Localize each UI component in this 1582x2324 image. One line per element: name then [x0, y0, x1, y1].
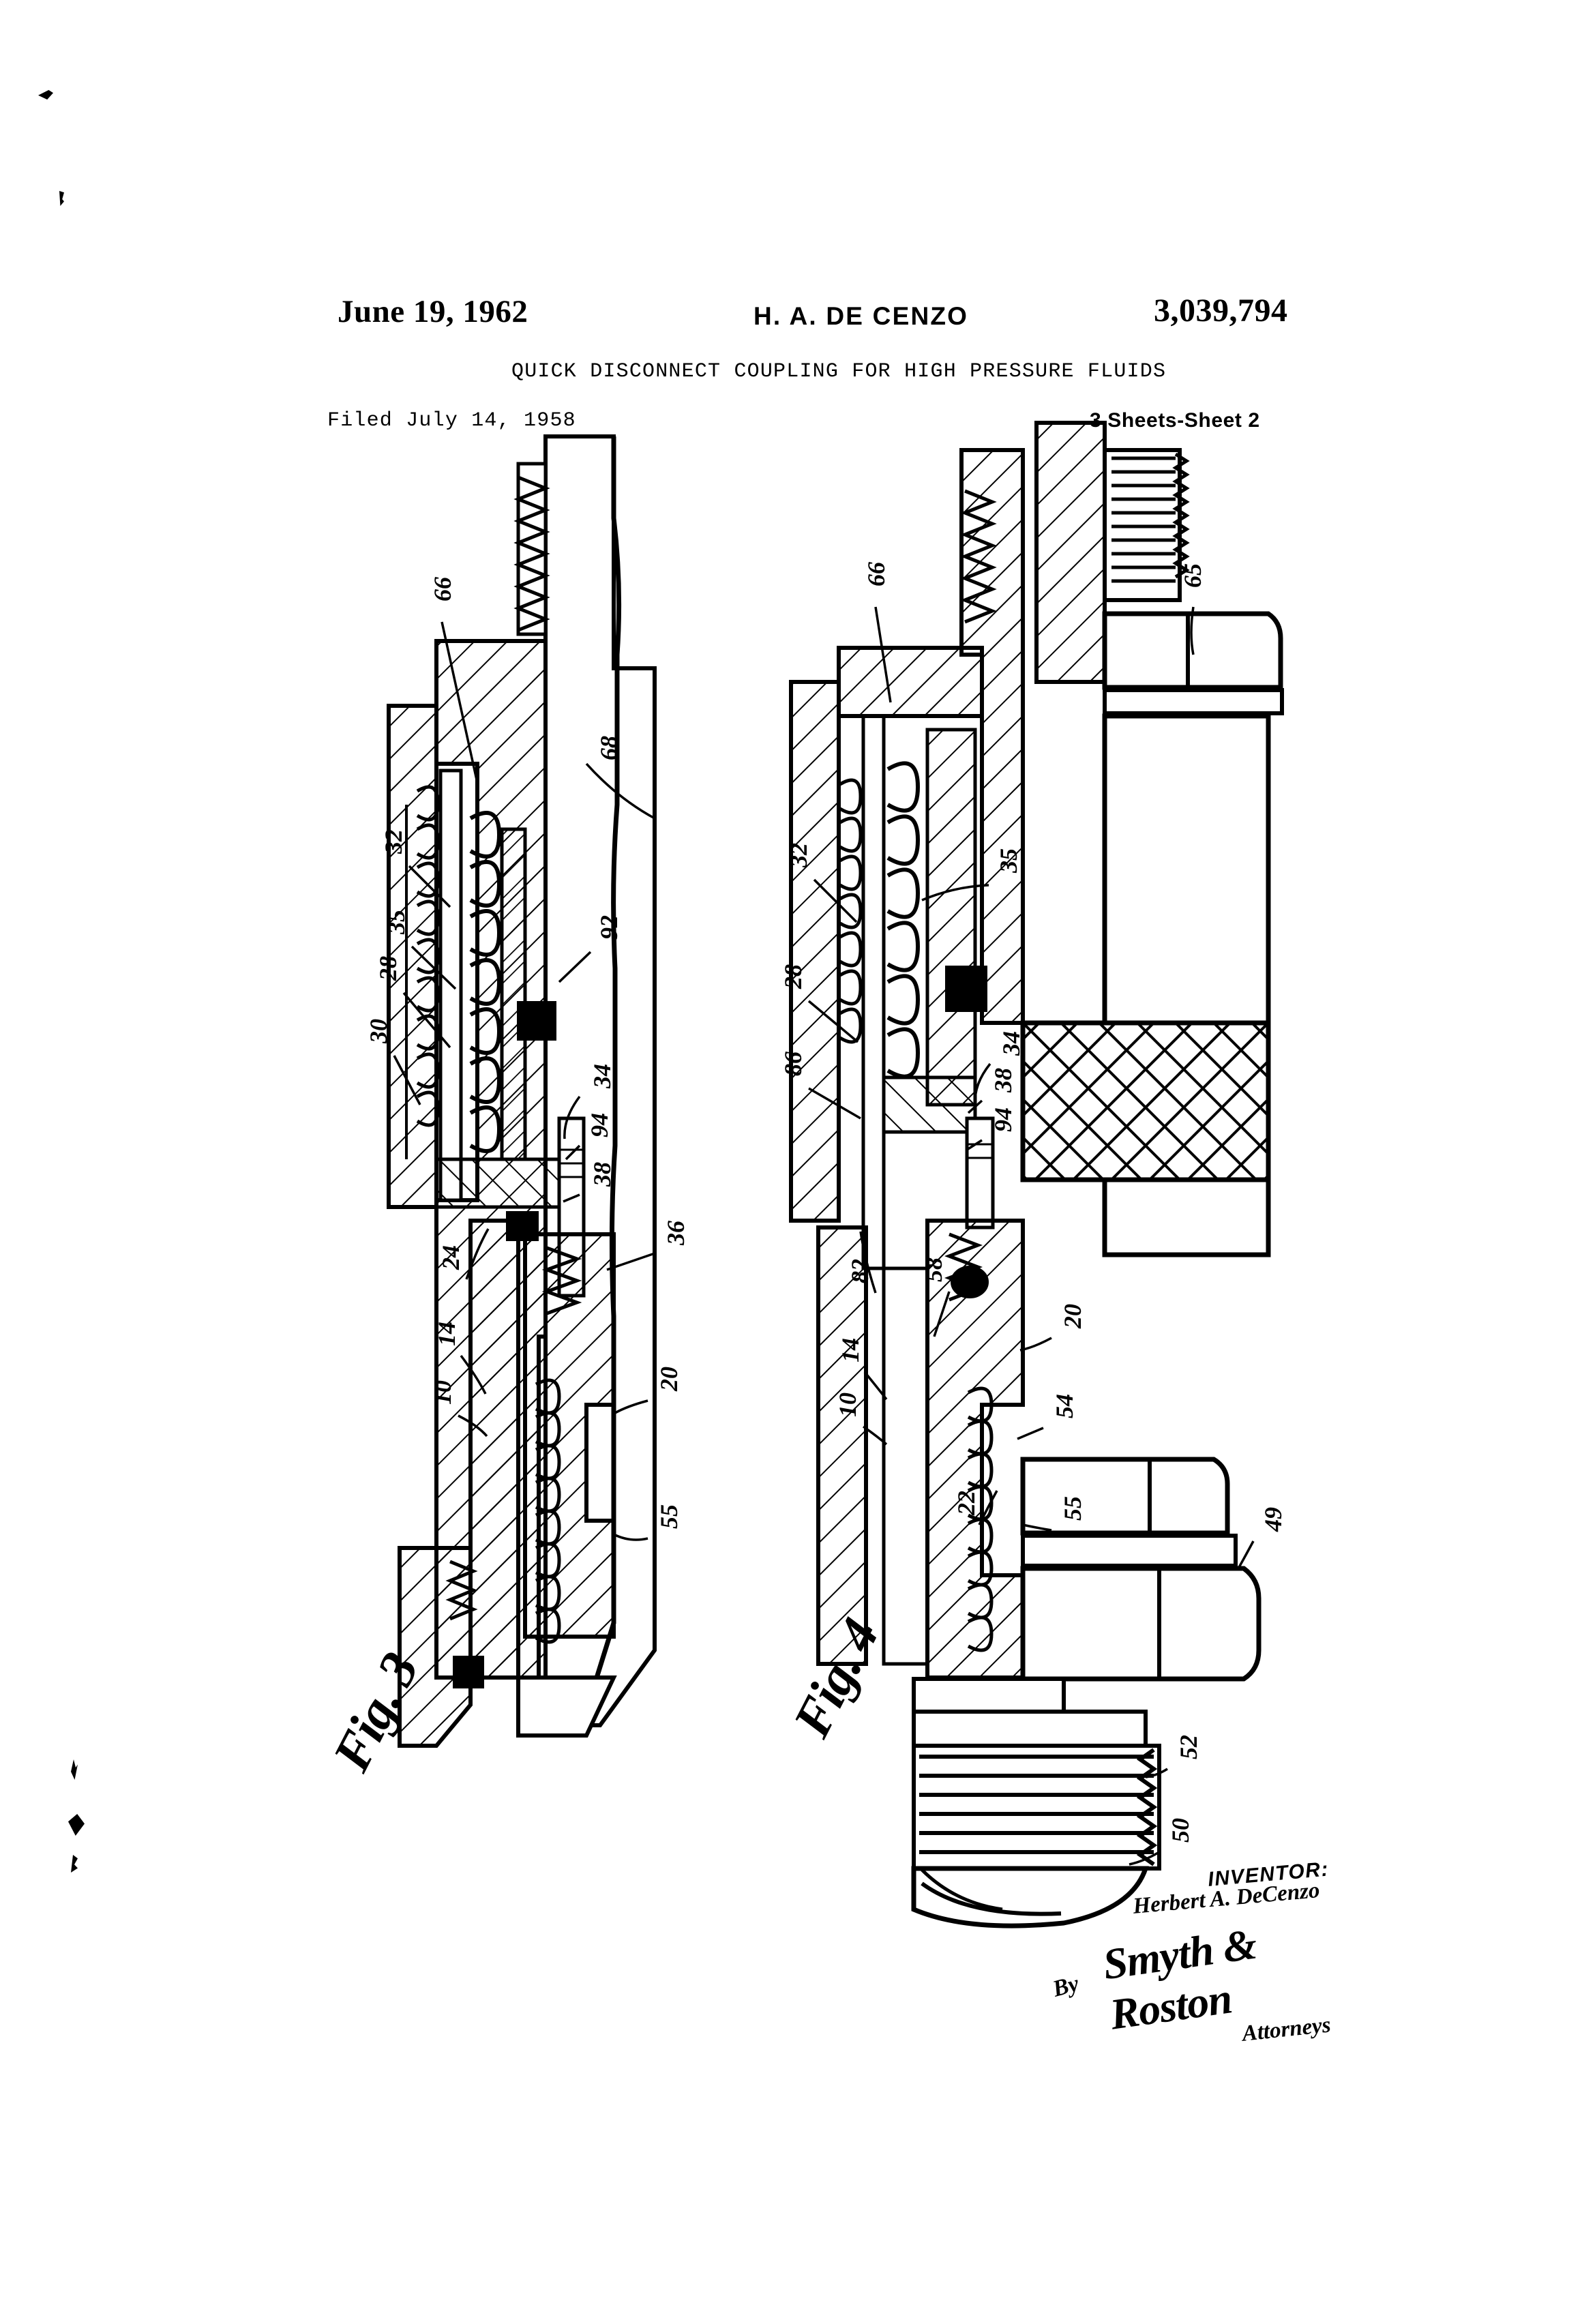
ref-numeral-94: 94 [989, 1107, 1017, 1132]
fig3-leader-lines [393, 621, 655, 1541]
fig4-collar-28 [789, 680, 841, 1223]
fig4-core-plunger-35 [925, 728, 977, 1107]
fig4-outer-sleeve [1020, 713, 1271, 1257]
fig3-spring-92 [469, 811, 502, 1153]
ref-numeral-35: 35 [995, 848, 1022, 873]
ref-numeral-65: 65 [1179, 563, 1206, 588]
ref-numeral-55: 55 [1059, 1496, 1086, 1521]
fig4-valve-body-20 [925, 1219, 1025, 1680]
ref-numeral-14: 14 [837, 1338, 864, 1362]
fig4-hex-nut-65 [1102, 611, 1284, 715]
scan-artifact-mark [71, 1759, 78, 1780]
fig3-lower-stem-14 [468, 1219, 520, 1680]
fig4-male-thread-bottom [911, 1677, 1161, 1928]
fig3-bottom-fitting [398, 1546, 617, 1748]
ref-numeral-94: 94 [586, 1113, 613, 1137]
ref-numeral-14: 14 [433, 1322, 460, 1346]
ref-numeral-24: 24 [437, 1245, 464, 1270]
fig4-mid-flange [882, 1075, 995, 1230]
ref-numeral-50: 50 [1167, 1818, 1194, 1843]
ref-numeral-10: 10 [429, 1380, 456, 1405]
patent-inventor: H. A. DE CENZO [753, 302, 969, 330]
ref-numeral-20: 20 [1059, 1304, 1086, 1328]
fig4-leader-lines [807, 606, 1255, 1866]
fig4-oring-seal [945, 966, 987, 1012]
ref-numeral-30: 30 [365, 1019, 392, 1043]
patent-header: June 19, 1962 H. A. DE CENZO 3,039,794 Q… [0, 0, 1582, 477]
ref-numeral-32: 32 [785, 843, 812, 867]
scan-artifact-mark [71, 1855, 78, 1873]
fig3-valve-seat-20 [523, 1232, 616, 1639]
ref-numeral-20: 20 [655, 1367, 683, 1391]
ref-numeral-10: 10 [834, 1392, 861, 1417]
fig4-nose-66 [837, 448, 1025, 1025]
patent-date: June 19, 1962 [338, 294, 528, 329]
ref-numeral-34: 34 [998, 1031, 1025, 1056]
attorney-signature: Smyth & Roston [1100, 1919, 1259, 2039]
fig4-inner-tube-58 [882, 1266, 929, 1666]
scan-artifact-mark [59, 191, 64, 206]
ref-numeral-28: 28 [374, 956, 402, 981]
ref-numeral-92: 92 [595, 915, 623, 940]
ref-numeral-32: 32 [380, 829, 407, 854]
signature-block: INVENTOR: Herbert A. DeCenzo By Smyth & … [1050, 1858, 1374, 2073]
ref-numeral-86: 86 [779, 1052, 807, 1076]
ref-numeral-54: 54 [1051, 1394, 1078, 1418]
figure-4-assembly [789, 421, 1284, 1928]
ref-numeral-66: 66 [429, 577, 456, 601]
patent-sheet-count: 3 Sheets-Sheet 2 [1090, 409, 1260, 432]
ref-numeral-58: 58 [920, 1257, 947, 1282]
ref-numeral-55: 55 [655, 1504, 683, 1529]
figure-3-assembly [387, 434, 657, 1748]
fig4-male-thread-top [1034, 421, 1190, 684]
fig4-spring-92 [886, 761, 921, 1079]
ref-numeral-82: 82 [846, 1259, 874, 1283]
fig3-spring-55 [535, 1378, 561, 1644]
ref-numeral-34: 34 [588, 1064, 616, 1088]
ref-numeral-28: 28 [779, 964, 807, 989]
ref-numeral-22: 22 [953, 1491, 980, 1515]
fig4-lower-stem-14 [816, 1225, 868, 1666]
ref-numeral-66: 66 [863, 562, 890, 586]
ref-numeral-52: 52 [1175, 1735, 1202, 1759]
fig4-spring-32 [839, 778, 863, 1044]
fig4-inner-barrel [861, 714, 886, 1270]
fig4-hex-nut-49 [1020, 1457, 1262, 1682]
patent-title: QUICK DISCONNECT COUPLING FOR HIGH PRESS… [511, 360, 1167, 383]
fig4-knurled-grip [1020, 1020, 1271, 1182]
ref-numeral-38: 38 [588, 1162, 616, 1187]
patent-number: 3,039,794 [1154, 293, 1288, 329]
fig3-spring-32 [416, 785, 440, 1127]
fig3-plunger-rod [500, 827, 527, 1161]
ref-numeral-68: 68 [595, 736, 623, 760]
ref-numeral-38: 38 [989, 1068, 1017, 1092]
ref-numeral-49: 49 [1259, 1507, 1287, 1532]
fig3-thread-top [513, 462, 550, 636]
ref-numeral-36: 36 [662, 1221, 689, 1245]
patent-filed-date: Filed July 14, 1958 [327, 409, 576, 432]
ref-numeral-35: 35 [383, 910, 410, 934]
